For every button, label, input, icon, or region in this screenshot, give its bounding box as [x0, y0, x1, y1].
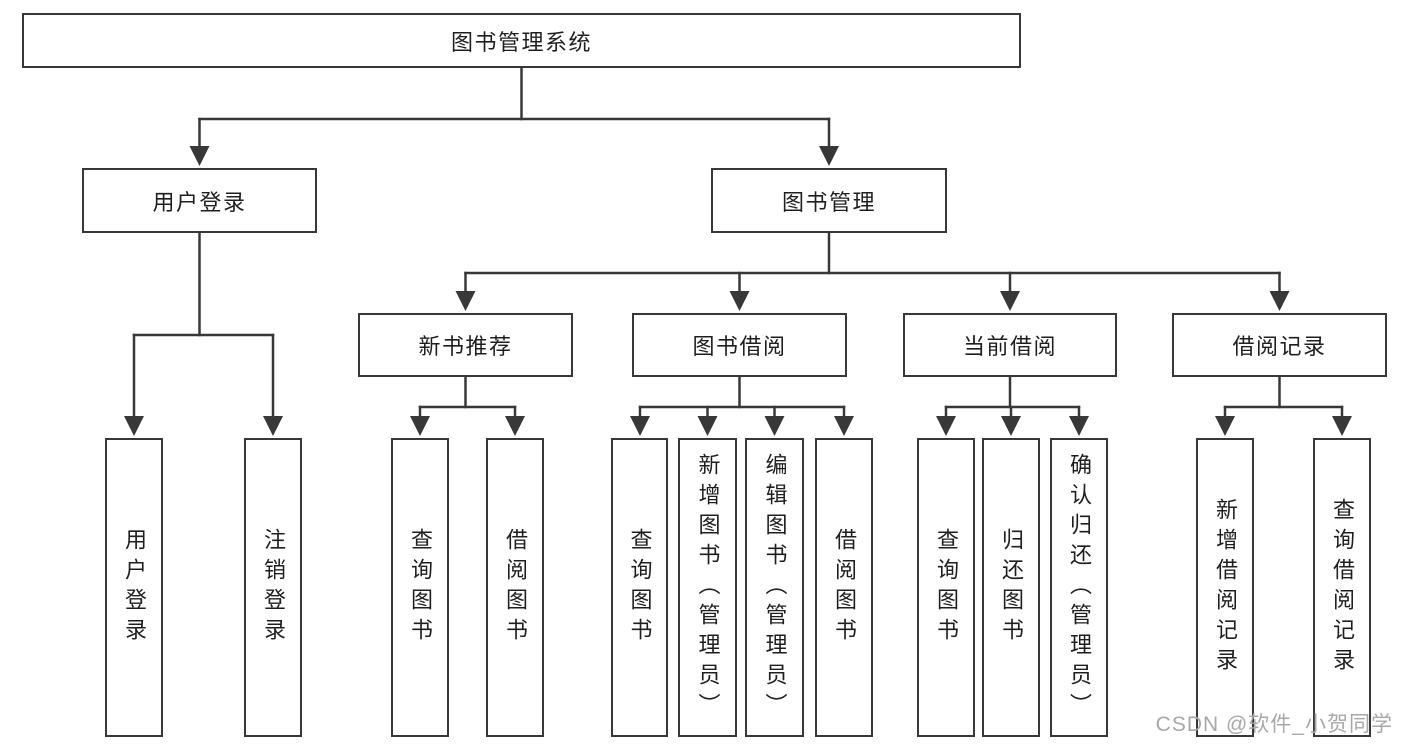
leaf-edit-book-admin-label: 编辑图书（管理员） [762, 452, 788, 723]
node-current-borrow: 当前借阅 [903, 313, 1117, 377]
leaf-return-book: 归还图书 [982, 438, 1040, 737]
connector-book-management-to-level3 [455, 233, 1290, 311]
leaf-query-books-current-label: 查询图书 [934, 527, 959, 648]
leaf-user-login: 用户登录 [105, 438, 163, 737]
leaf-logout: 注销登录 [244, 438, 302, 737]
node-book-management: 图书管理 [711, 168, 947, 233]
leaf-borrow-books: 借阅图书 [815, 438, 873, 737]
connector-borrow-records-children [1215, 377, 1352, 436]
leaf-borrow-books-recommend: 借阅图书 [486, 438, 544, 737]
leaf-add-borrow-record-label: 新增借阅记录 [1213, 497, 1238, 678]
node-book-borrow-label: 图书借阅 [692, 334, 787, 359]
connector-current-borrow-children [936, 377, 1089, 436]
leaf-return-book-label: 归还图书 [999, 527, 1024, 648]
csdn-watermark: CSDN @软件_小贺同学 [1155, 713, 1393, 736]
node-book-borrow: 图书借阅 [632, 313, 847, 377]
leaf-add-book-admin-label: 新增图书（管理员） [695, 452, 721, 723]
leaf-user-login-label: 用户登录 [122, 527, 147, 648]
connector-book-borrow-children [630, 377, 854, 436]
connector-user-login-children [124, 233, 283, 436]
leaf-query-books-borrow: 查询图书 [611, 438, 668, 737]
connector-root-to-level2 [189, 68, 839, 166]
leaf-borrow-books-recommend-label: 借阅图书 [503, 527, 528, 648]
leaf-query-books-recommend-label: 查询图书 [408, 527, 433, 648]
leaf-add-book-admin: 新增图书（管理员） [678, 438, 737, 737]
leaf-query-borrow-record: 查询借阅记录 [1313, 438, 1371, 737]
leaf-query-books-recommend: 查询图书 [391, 438, 449, 737]
node-root-system-label: 图书管理系统 [450, 29, 592, 55]
leaf-edit-book-admin: 编辑图书（管理员） [745, 438, 804, 737]
node-borrow-records: 借阅记录 [1172, 313, 1387, 377]
connector-new-book-children [410, 377, 525, 436]
leaf-confirm-return-admin: 确认归还（管理员） [1050, 438, 1108, 737]
node-new-book-recommend-label: 新书推荐 [418, 334, 513, 359]
leaf-logout-label: 注销登录 [261, 527, 286, 648]
leaf-query-books-current: 查询图书 [917, 438, 975, 737]
node-current-borrow-label: 当前借阅 [962, 334, 1057, 359]
leaf-add-borrow-record: 新增借阅记录 [1196, 438, 1254, 737]
node-borrow-records-label: 借阅记录 [1232, 334, 1327, 359]
leaf-borrow-books-label: 借阅图书 [832, 527, 857, 648]
leaf-query-books-borrow-label: 查询图书 [627, 527, 653, 648]
leaf-confirm-return-admin-label: 确认归还（管理员） [1067, 452, 1092, 723]
leaf-query-borrow-record-label: 查询借阅记录 [1330, 497, 1355, 678]
node-new-book-recommend: 新书推荐 [358, 313, 573, 377]
node-root-system: 图书管理系统 [22, 13, 1021, 68]
node-user-login: 用户登录 [82, 168, 317, 233]
node-user-login-label: 用户登录 [152, 189, 247, 215]
node-book-management-label: 图书管理 [781, 189, 876, 215]
